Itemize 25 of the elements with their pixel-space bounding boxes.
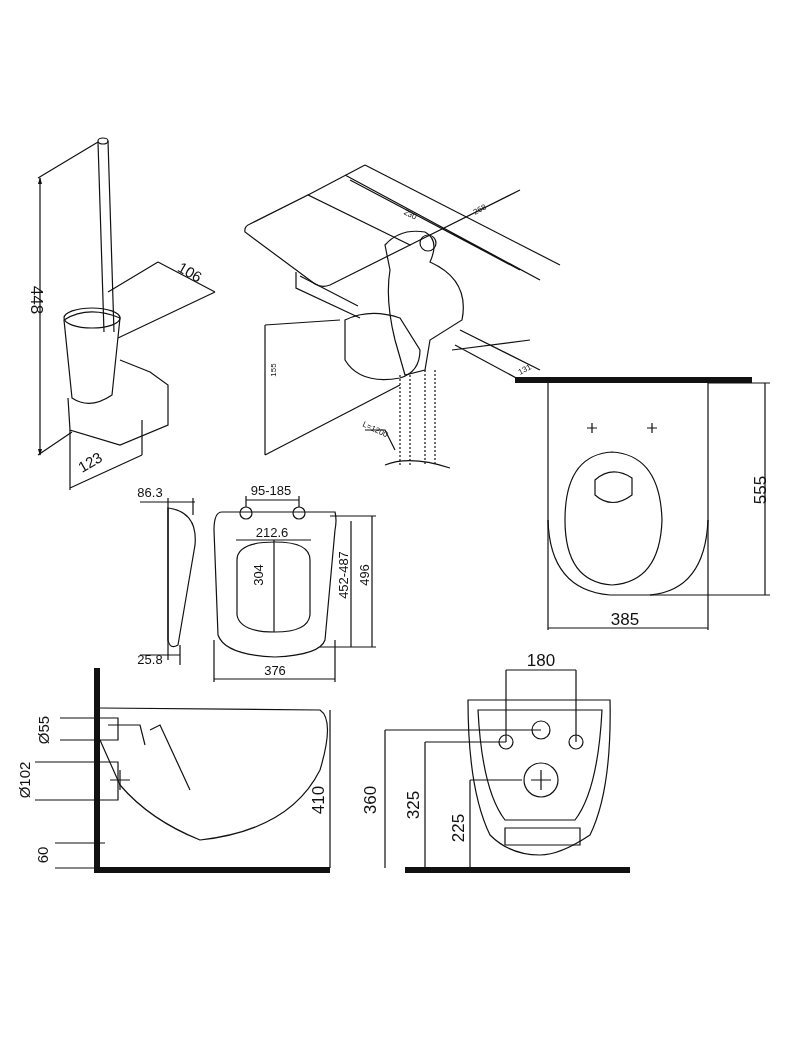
dimension-label: 86.3	[137, 485, 163, 499]
dimension-label: 325	[404, 790, 422, 820]
dimension-label: 155	[270, 363, 278, 377]
dimension-label: 555	[751, 475, 769, 505]
dimension-label: 304	[251, 564, 265, 586]
dimension-label: 123	[75, 449, 105, 475]
dimension-label: 180	[526, 651, 556, 669]
dimension-label: 230	[402, 208, 418, 222]
dimension-label: 360	[361, 785, 379, 815]
dimension-label: Ø55	[35, 715, 51, 745]
dimension-label: 496	[357, 564, 371, 586]
dimension-label: 95-185	[250, 483, 292, 497]
dimension-label: 131	[517, 363, 533, 377]
dimension-label: 106	[175, 259, 205, 285]
dimension-label: 385	[610, 610, 640, 628]
dimension-label: 448	[27, 285, 45, 315]
dimension-label: 376	[264, 663, 286, 677]
dimension-label: Ø102	[16, 761, 32, 799]
dimension-label: 410	[309, 785, 327, 815]
dimension-label: 212.6	[255, 525, 289, 539]
dimension-label: 60	[34, 846, 50, 864]
dimension-label: 268	[472, 203, 488, 217]
dimension-label: 225	[449, 813, 467, 843]
dimension-label: 452-487	[336, 551, 350, 599]
dimension-label: 25.8	[137, 652, 163, 666]
